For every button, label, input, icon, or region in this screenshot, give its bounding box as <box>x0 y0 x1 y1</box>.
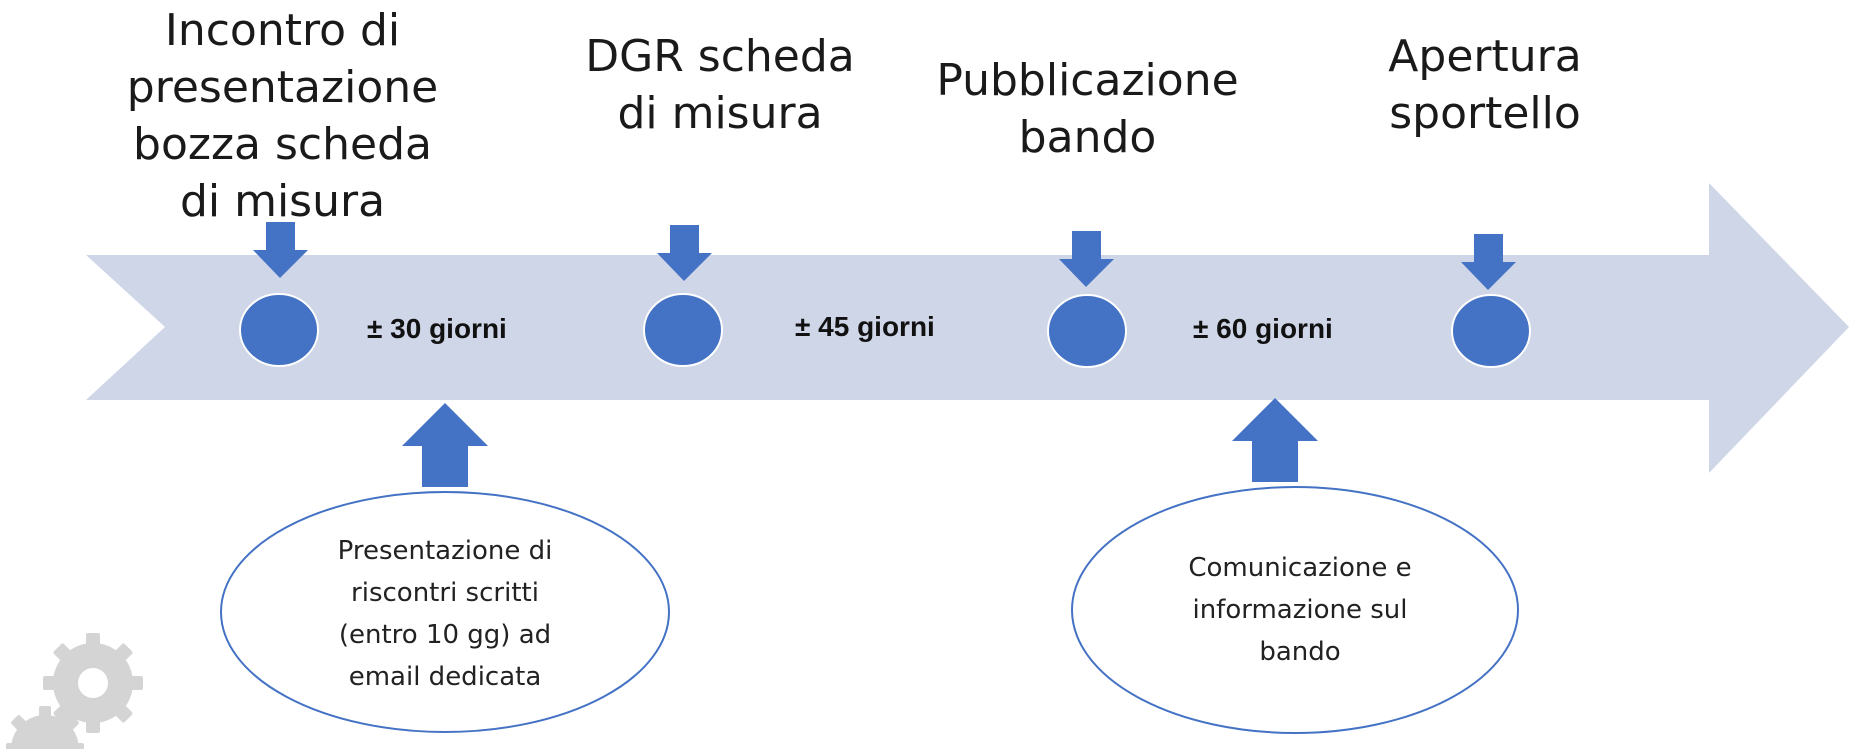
milestone-label-dgr: DGR scheda di misura <box>585 31 855 139</box>
gear-icon <box>6 706 84 749</box>
down-arrow-icon <box>1461 234 1516 290</box>
down-arrow-icon <box>657 225 712 281</box>
down-arrow-icon <box>1059 231 1114 287</box>
milestone-marker <box>643 293 723 367</box>
interval-label: ± 30 giorni <box>367 313 507 344</box>
down-arrow-icon <box>253 222 308 278</box>
milestone-label-pubblicazione: Pubblicazione bando <box>936 55 1239 163</box>
interval-label: ± 45 giorni <box>795 311 935 342</box>
up-arrow-icon <box>1232 398 1318 482</box>
timeline-arrow <box>86 183 1849 473</box>
note-riscontri: Presentazione di riscontri scritti (entr… <box>337 536 553 692</box>
milestone-marker <box>1451 294 1531 368</box>
milestone-marker <box>239 293 319 367</box>
milestone-label-incontro: Incontro di presentazione bozza scheda d… <box>126 5 439 227</box>
up-arrow-icon <box>402 403 488 487</box>
milestone-marker <box>1047 294 1127 368</box>
note-comunicazione: Comunicazione e informazione sul bando <box>1188 553 1412 667</box>
note-ellipse <box>220 491 670 733</box>
milestone-label-apertura: Apertura sportello <box>1388 31 1582 139</box>
note-ellipse <box>1071 486 1519 734</box>
interval-label: ± 60 giorni <box>1193 313 1333 344</box>
